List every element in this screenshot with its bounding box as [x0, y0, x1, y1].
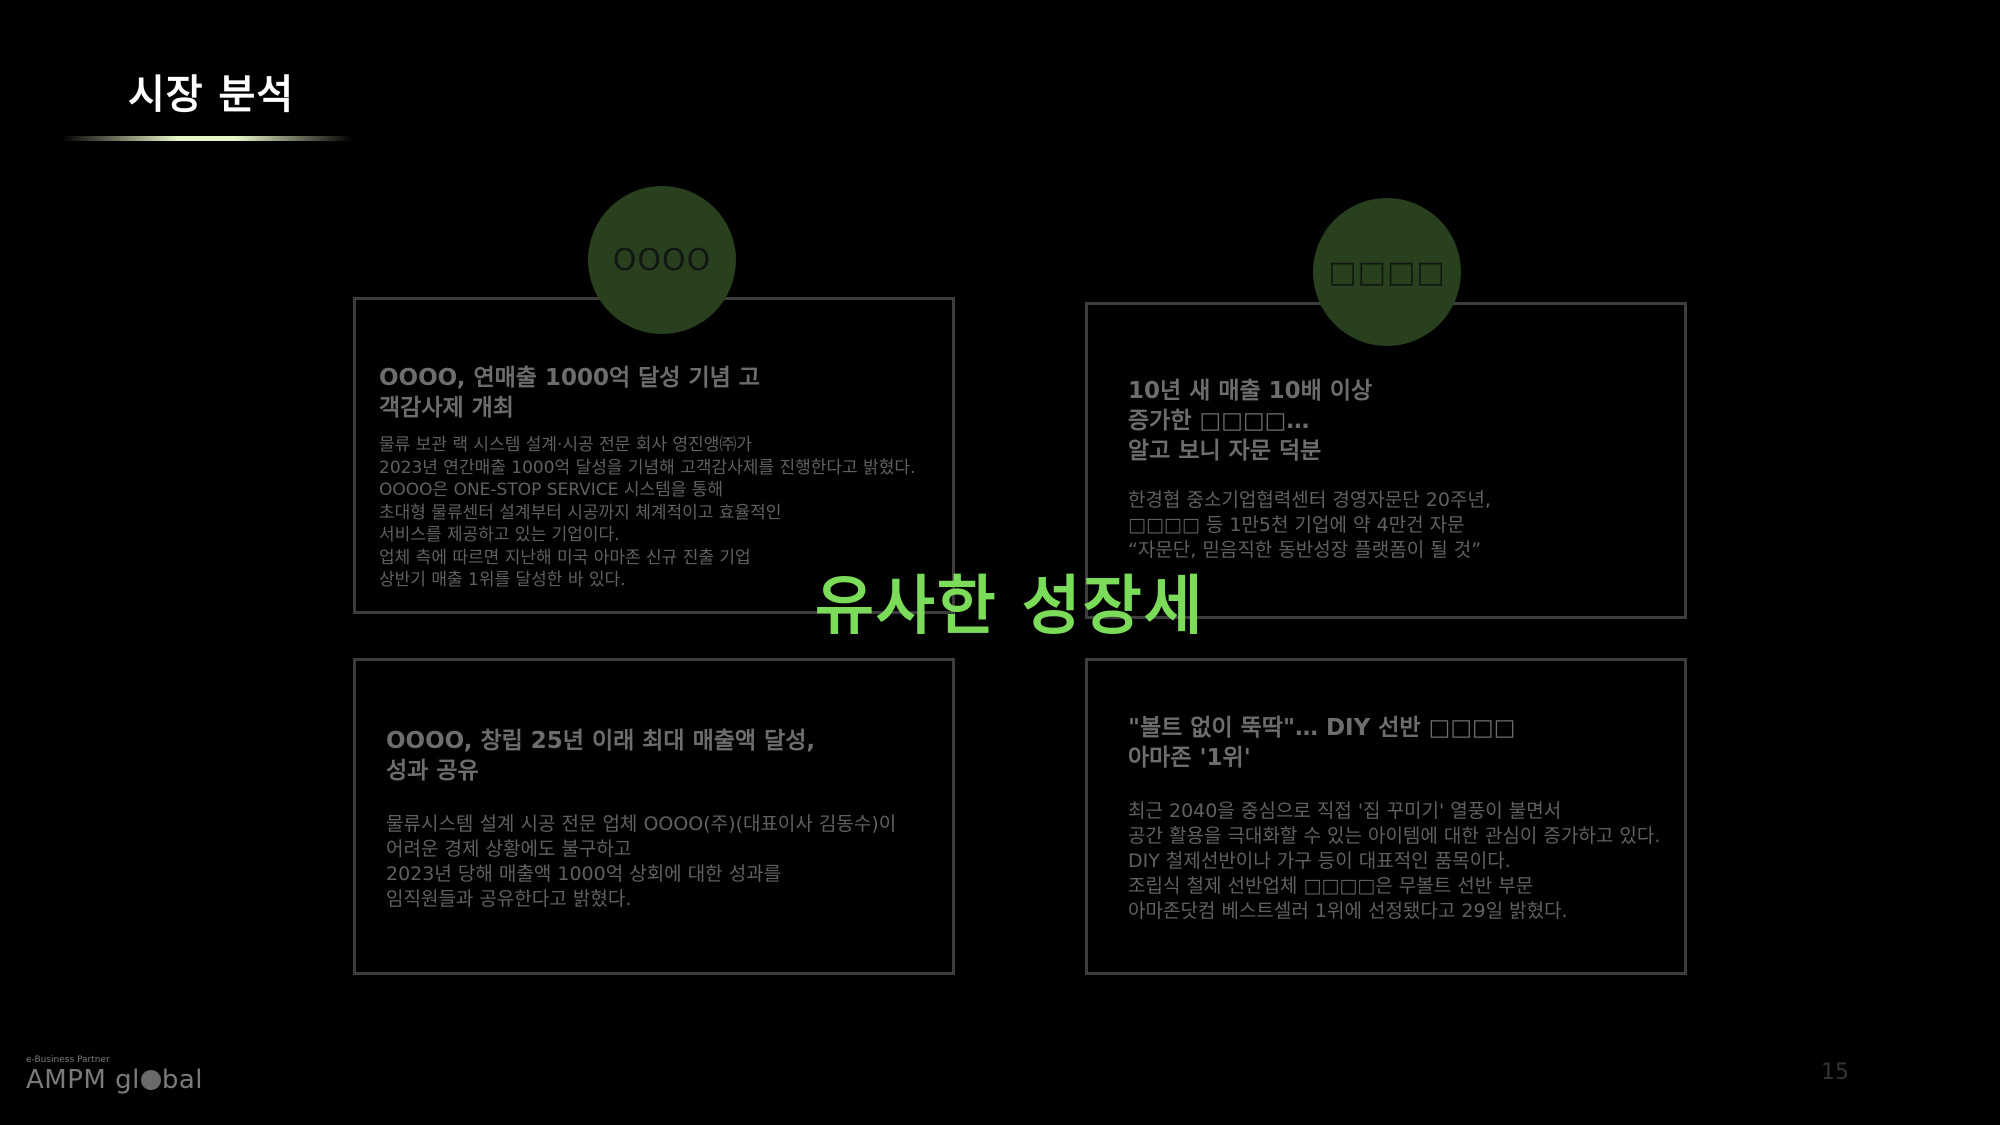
title-underline — [62, 136, 352, 141]
slide-title: 시장 분석 — [128, 72, 295, 118]
news-card-3: OOOO, 창립 25년 이래 최대 매출액 달성, 성과 공유 물류시스템 설… — [353, 658, 955, 975]
news-card-2-body: 한경협 중소기업협력센터 경영자문단 20주년, □□□□ 등 1만5천 기업에… — [1128, 489, 1491, 561]
news-card-1: OOOO, 연매출 1000억 달성 기념 고 객감사제 개최 물류 보관 랙 … — [353, 297, 955, 614]
news-card-2-title: 10년 새 매출 10배 이상 증가한 □□□□… 알고 보니 자문 덕분 — [1128, 378, 1373, 464]
logo-text-part1: AMPM gl — [26, 1065, 140, 1095]
growth-highlight-text: 유사한 성장세 — [815, 570, 1205, 644]
globe-icon — [140, 1070, 161, 1090]
news-card-4: "볼트 없이 뚝딱"… DIY 선반 □□□□ 아마존 '1위' 최근 2040… — [1085, 658, 1687, 975]
logo-tagline: e-Business Partner — [26, 1055, 110, 1065]
logo-text-part2: bal — [161, 1065, 203, 1095]
logo-wordmark: AMPM gl bal — [26, 1066, 203, 1094]
news-card-3-title: OOOO, 창립 25년 이래 최대 매출액 달성, 성과 공유 — [386, 728, 816, 784]
company-logo: e-Business Partner AMPM gl bal — [26, 1055, 203, 1094]
company-badge-right: □□□□ — [1313, 198, 1461, 346]
news-card-2: 10년 새 매출 10배 이상 증가한 □□□□… 알고 보니 자문 덕분 한경… — [1085, 302, 1687, 619]
company-badge-left: OOOO — [588, 186, 736, 334]
news-card-1-body: 물류 보관 랙 시스템 설계·시공 전문 회사 영진앵㈜가 2023년 연간매출… — [379, 435, 916, 590]
page-number: 15 — [1821, 1060, 1849, 1085]
news-card-1-title: OOOO, 연매출 1000억 달성 기념 고 객감사제 개최 — [379, 365, 760, 421]
news-card-3-body: 물류시스템 설계 시공 전문 업체 OOOO(주)(대표이사 김동수)이 어려운… — [386, 813, 897, 910]
news-card-4-body: 최근 2040을 중심으로 직접 '집 꾸미기' 열풍이 불면서 공간 활용을 … — [1128, 800, 1661, 922]
news-card-4-title: "볼트 없이 뚝딱"… DIY 선반 □□□□ 아마존 '1위' — [1128, 715, 1516, 771]
